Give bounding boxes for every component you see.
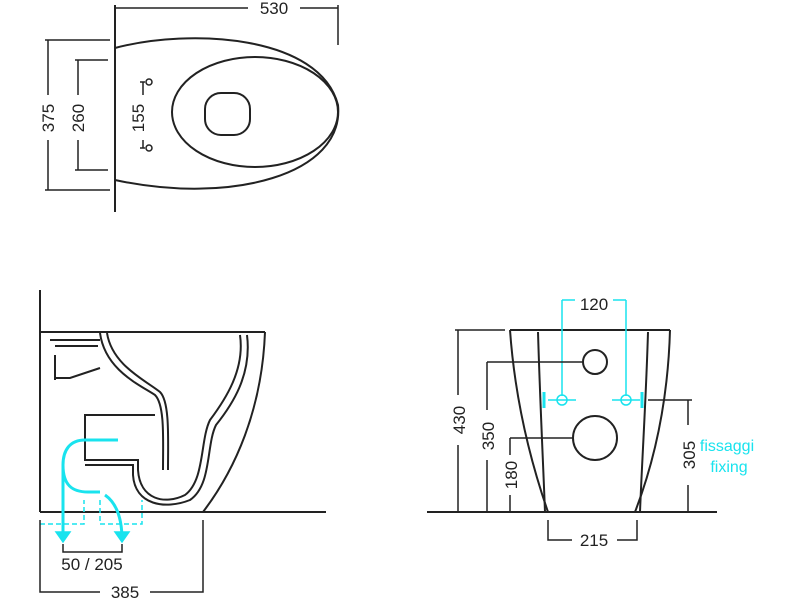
fixing-label-it: fissaggi xyxy=(700,438,754,455)
dim-fixing-height: 305 xyxy=(680,441,699,469)
dim-total-depth: 385 xyxy=(111,583,139,600)
dim-width: 530 xyxy=(260,0,288,18)
fixing-label-en: fixing xyxy=(710,459,747,476)
front-view: 120 430 350 180 305 fissaggi fixing 215 xyxy=(427,295,754,550)
dim-outlet-height: 180 xyxy=(502,461,521,489)
dim-fixing-spacing: 120 xyxy=(580,295,608,314)
dim-inlet-height: 350 xyxy=(479,422,498,450)
side-view: 50 / 205 385 xyxy=(39,290,326,600)
dim-base-width: 215 xyxy=(580,531,608,550)
dim-depth: 375 xyxy=(39,104,58,132)
dim-drain-offset: 50 / 205 xyxy=(61,555,122,574)
dim-hinge-spacing: 155 xyxy=(129,104,148,132)
top-view: 530 375 260 155 xyxy=(39,0,340,212)
dim-seat-depth: 260 xyxy=(69,104,88,132)
dim-height: 430 xyxy=(450,406,469,434)
